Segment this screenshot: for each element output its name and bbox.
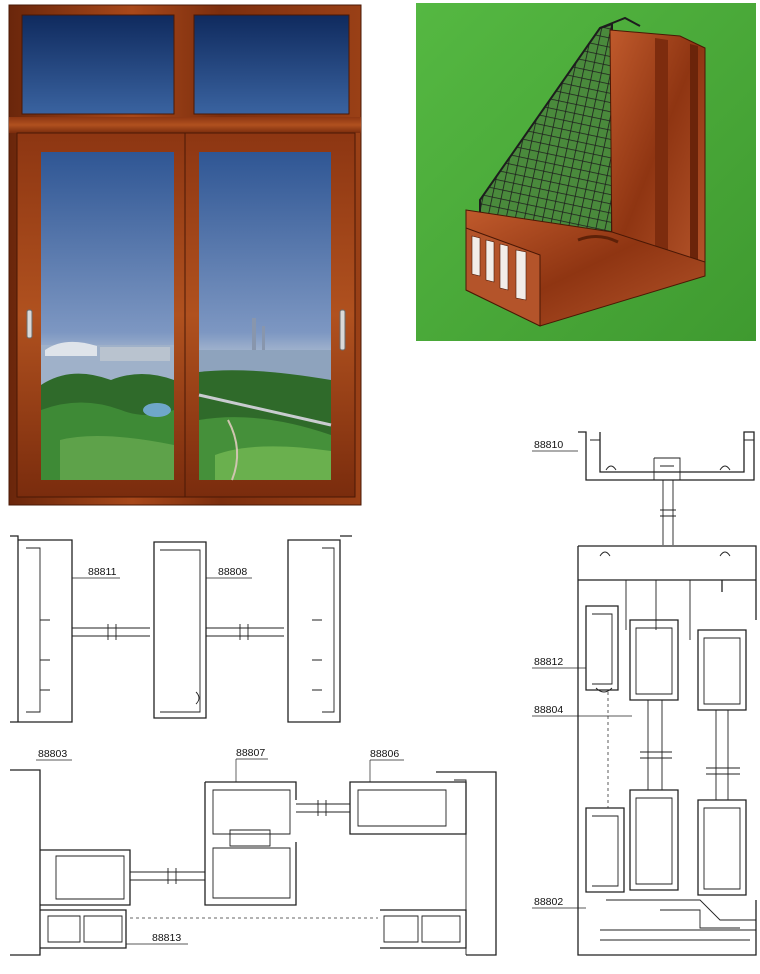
- sash-handle-right: [339, 309, 346, 351]
- profile-88808: [153, 541, 284, 719]
- label-88806: 88806: [369, 748, 404, 782]
- label-88811: 88811: [72, 566, 120, 579]
- label-88804: 88804: [532, 704, 632, 717]
- svg-text:88803: 88803: [38, 748, 67, 760]
- svg-text:88804: 88804: [534, 704, 563, 716]
- sash-glass-right: [198, 152, 332, 481]
- transom-glass-right: [193, 14, 350, 115]
- svg-text:88811: 88811: [88, 566, 117, 578]
- svg-text:88802: 88802: [534, 896, 563, 908]
- profile-88811: [10, 535, 150, 723]
- svg-text:88806: 88806: [370, 748, 399, 760]
- svg-text:88807: 88807: [236, 747, 265, 759]
- svg-text:88808: 88808: [218, 566, 247, 578]
- transom-glass-left: [21, 14, 175, 115]
- label-88812: 88812: [532, 656, 586, 669]
- label-88813: 88813: [126, 932, 188, 945]
- label-88803: 88803: [36, 748, 72, 761]
- window-photo: [8, 4, 362, 506]
- svg-text:88810: 88810: [534, 439, 563, 451]
- profile-88810: [578, 431, 755, 545]
- profile-outer-frame: [287, 535, 352, 723]
- svg-text:88812: 88812: [534, 656, 563, 668]
- label-88807: 88807: [235, 747, 268, 782]
- svg-text:88813: 88813: [152, 932, 181, 944]
- frame-assembly-bottom: [10, 769, 497, 956]
- label-88810: 88810: [532, 439, 578, 452]
- label-88808: 88808: [206, 566, 252, 579]
- sash-handle-left: [26, 309, 33, 339]
- label-88802: 88802: [532, 896, 586, 909]
- frame-assembly-right: [577, 545, 757, 956]
- profile-section-photo: [416, 3, 756, 341]
- sash-glass-left: [41, 152, 174, 480]
